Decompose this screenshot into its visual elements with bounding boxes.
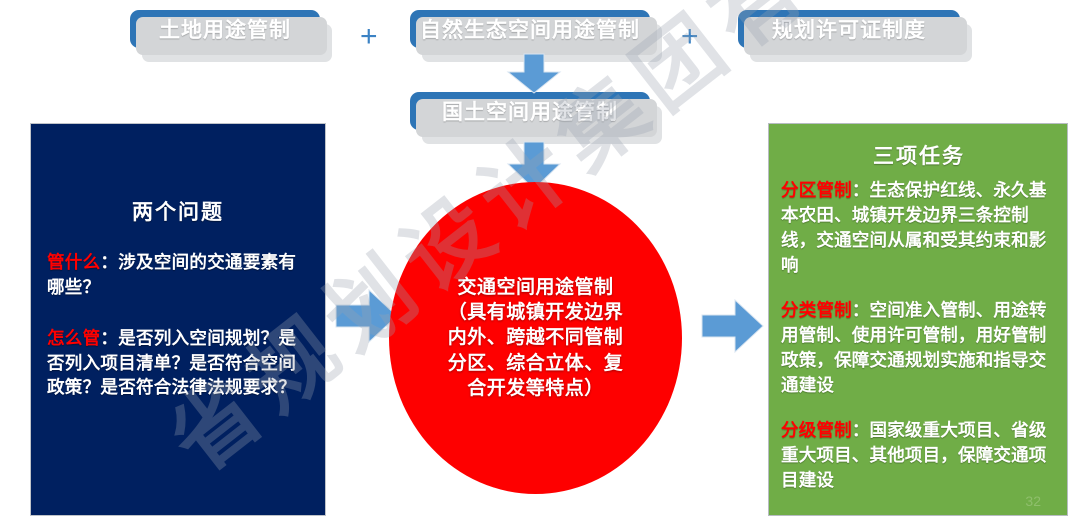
arrow-down-icon (506, 53, 562, 94)
right-panel-item-2: 分类管制：空间准入管制、用途转用管制、使用许可管制，用好管制政策，保障交通规划实… (781, 298, 1057, 398)
plus-separator-1: + (360, 20, 378, 53)
arrow-circle-to-green (701, 298, 764, 354)
left-panel-item-1-colon: ： (100, 252, 119, 272)
page-number: 32 (1025, 493, 1041, 509)
right-panel-item-2-keyword: 分类管制 (781, 300, 852, 321)
left-panel-item-2-keyword: 怎么管 (47, 327, 101, 348)
left-panel-item-1-text: 涉及空间的交通要素有哪些？ (47, 252, 297, 297)
top-box-eco-space[interactable]: 自然生态空间用途管制 (410, 10, 662, 62)
right-panel-item-1: 分区管制：生态保护红线、永久基本农田、城镇开发边界三条控制线，交通空间从属和受其… (781, 178, 1057, 278)
pill-shadow-inner (136, 17, 327, 55)
top-box-permit-system[interactable]: 规划许可证制度 (738, 10, 972, 62)
right-panel-item-3-text: 国家级重大项目、省级重大项目、其他项目，保障交通项目建设 (781, 420, 1047, 491)
center-circle-line-5: 合开发等特点） (467, 377, 604, 399)
top-box-land-use[interactable]: 土地用途管制 (130, 10, 332, 62)
merged-box-territorial-control[interactable]: 国土空间用途管制 (410, 92, 662, 144)
top-box-permit-system-label: 规划许可证制度 (772, 19, 926, 42)
left-panel-item-1: 管什么：涉及空间的交通要素有哪些？ (47, 250, 309, 300)
right-panel-item-3-colon: ： (851, 420, 870, 441)
left-panel-item-2-text: 是否列入空间规划？是否列入项目清单？是否符合空间政策？是否符合法律法规要求？ (47, 327, 297, 398)
plus-separator-2: + (681, 20, 699, 53)
right-panel-item-1-colon: ： (851, 180, 870, 200)
center-circle-line-4: 分区、综合立体、复 (447, 352, 624, 374)
center-circle-text: 交通空间用途管制 （具有城镇开发边界 内外、跨越不同管制 分区、综合立体、复 合… (434, 275, 638, 401)
top-box-eco-space-label: 自然生态空间用途管制 (420, 19, 640, 42)
center-circle-line-2: （具有城镇开发边界 (447, 302, 624, 324)
pill-shadow-inner (744, 17, 967, 55)
arrow-down-icon (506, 141, 562, 190)
center-circle-line-3: 内外、跨越不同管制 (447, 327, 624, 349)
arrow-left-to-circle (335, 288, 398, 344)
right-panel-item-3: 分级管制：国家级重大项目、省级重大项目、其他项目，保障交通项目建设 (781, 418, 1057, 493)
right-panel-item-2-text: 空间准入管制、用途转用管制、使用许可管制，用好管制政策，保障交通规划实施和指导交… (781, 300, 1047, 396)
right-panel-item-1-text: 生态保护红线、永久基本农田、城镇开发边界三条控制线，交通空间从属和受其约束和影响 (781, 180, 1047, 276)
arrow-down-to-merged (505, 53, 563, 94)
arrow-right-icon (335, 288, 398, 344)
right-panel-item-1-keyword: 分区管制 (781, 180, 852, 200)
right-panel-three-tasks: 三项任务 分区管制：生态保护红线、永久基本农田、城镇开发边界三条控制线，交通空间… (768, 123, 1068, 516)
left-panel-title: 两个问题 (132, 201, 224, 224)
center-circle-line-1: 交通空间用途管制 (457, 276, 614, 298)
right-panel-item-3-keyword: 分级管制 (781, 420, 852, 441)
pill-shadow-inner (416, 99, 657, 137)
arrow-down-to-circle (505, 141, 563, 190)
arrow-right-icon (701, 298, 764, 354)
pill-shadow-inner (416, 17, 657, 55)
left-panel-item-2-colon: ： (100, 327, 119, 348)
left-panel-item-2: 怎么管：是否列入空间规划？是否列入项目清单？是否符合空间政策？是否符合法律法规要… (47, 326, 309, 401)
right-panel-title: 三项任务 (873, 145, 965, 168)
center-circle-traffic-space-control: 交通空间用途管制 （具有城镇开发边界 内外、跨越不同管制 分区、综合立体、复 合… (389, 182, 682, 494)
left-panel-two-questions: 两个问题 管什么：涉及空间的交通要素有哪些？ 怎么管：是否列入空间规划？是否列入… (30, 123, 326, 516)
left-panel-item-1-keyword: 管什么 (47, 252, 101, 272)
right-panel-item-2-colon: ： (851, 300, 870, 321)
top-box-land-use-label: 土地用途管制 (159, 19, 291, 42)
merged-box-label: 国土空间用途管制 (442, 101, 618, 124)
